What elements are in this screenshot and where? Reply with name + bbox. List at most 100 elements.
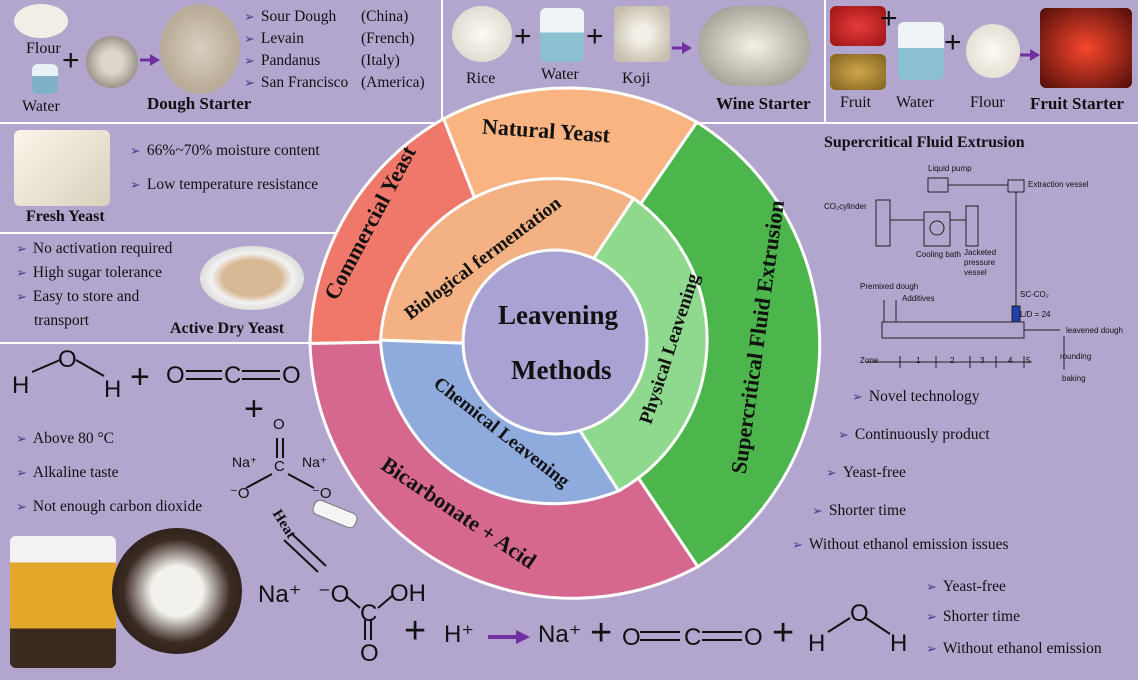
fruit-starter-photo bbox=[1040, 8, 1132, 88]
product-water-lines bbox=[827, 617, 891, 635]
fresh-yeast-title: Fresh Yeast bbox=[26, 208, 105, 225]
sfe-zone-5: 5 bbox=[1026, 356, 1031, 365]
koji-photo bbox=[614, 6, 670, 62]
chemical-bullet-2: Alkaline taste bbox=[16, 464, 119, 482]
sfe-co2-cylinder: CO₂cylinder bbox=[824, 202, 867, 211]
dough-origin-4: (America) bbox=[361, 74, 425, 91]
center-line1: Leavening bbox=[498, 300, 619, 330]
heat-lines bbox=[283, 533, 327, 573]
reaction-o-bottom: O bbox=[360, 640, 379, 667]
dry-yeast-bullet-2: High sugar tolerance bbox=[16, 264, 162, 282]
sfe-pressure: pressure bbox=[964, 258, 996, 267]
co2-o1: O bbox=[166, 362, 185, 389]
co2-o2: O bbox=[282, 362, 301, 389]
sfe-title: Supercritical Fluid Extrusion bbox=[824, 134, 1025, 151]
reaction-c: C bbox=[360, 600, 378, 627]
chemical-bullet-3: Not enough carbon dioxide bbox=[16, 498, 202, 516]
sfe-jacketed: Jacketed bbox=[964, 248, 997, 257]
flour-photo bbox=[14, 4, 68, 38]
sfe-bullet-3: Yeast-free bbox=[826, 464, 906, 482]
fresh-yeast-divider bbox=[0, 232, 460, 234]
wine-starter-title: Wine Starter bbox=[716, 94, 811, 113]
product-o: O bbox=[850, 600, 869, 627]
plus-icon: + bbox=[514, 20, 532, 53]
rice-label: Rice bbox=[466, 70, 496, 87]
reaction-bullet-3: Without ethanol emission bbox=[926, 640, 1102, 658]
reaction-arrow bbox=[488, 630, 530, 644]
dry-yeast-bullet-3: Easy to store and bbox=[16, 288, 139, 306]
center-disc bbox=[461, 248, 649, 436]
carbonate-o-right: ⁻O bbox=[312, 485, 332, 502]
water-label: Water bbox=[896, 94, 934, 111]
sfe-rounding: rounding bbox=[1060, 352, 1092, 361]
sfe-bullet-5: Without ethanol emission issues bbox=[792, 536, 1009, 554]
fruit-label: Fruit bbox=[840, 94, 872, 111]
dough-origin-3: (Italy) bbox=[361, 52, 400, 69]
plus-icon: + bbox=[590, 612, 613, 654]
water-label: Water bbox=[541, 66, 579, 83]
baking-powder-photo bbox=[10, 536, 116, 668]
dough-item-3: Pandanus bbox=[244, 52, 320, 70]
sfe-bullet-1: Novel technology bbox=[852, 388, 980, 406]
sfe-schematic bbox=[866, 177, 1065, 370]
reaction-bullet-2: Shorter time bbox=[926, 608, 1020, 626]
co2-c: C bbox=[224, 362, 242, 389]
plus-icon: + bbox=[944, 26, 962, 59]
reaction-na: Na⁺ bbox=[258, 581, 302, 608]
dough-origin-1: (China) bbox=[361, 8, 409, 25]
carbonate-o-top: O bbox=[273, 416, 285, 433]
fresh-yeast-bullet-1: 66%~70% moisture content bbox=[130, 142, 320, 160]
active-dry-yeast-title: Active Dry Yeast bbox=[170, 320, 285, 337]
product-na: Na⁺ bbox=[538, 621, 582, 648]
center-line2: Methods bbox=[511, 355, 612, 385]
apple-photo bbox=[830, 6, 886, 46]
baking-soda-photo bbox=[112, 528, 242, 654]
sfe-sc-co2: SC-CO₂ bbox=[1020, 290, 1049, 299]
carbonate-o-left: ⁻O bbox=[230, 485, 250, 502]
product-c: C bbox=[684, 624, 702, 651]
water-molecule-lines bbox=[31, 359, 105, 377]
plus-icon: + bbox=[880, 2, 898, 35]
dough-item-2: Levain bbox=[244, 30, 304, 48]
sfe-cooling-bath: Cooling bath bbox=[916, 250, 961, 259]
dry-yeast-bullet-4: transport bbox=[34, 312, 90, 329]
flour-label: Flour bbox=[970, 94, 1005, 111]
product-h1: H bbox=[808, 630, 826, 657]
co2-double-bonds bbox=[186, 370, 280, 380]
reaction-o-minus: ⁻O bbox=[318, 581, 350, 608]
fresh-yeast-bullet-2: Low temperature resistance bbox=[130, 176, 318, 194]
product-o1: O bbox=[622, 624, 641, 651]
plus-icon: + bbox=[404, 610, 427, 652]
carbonate-bonds bbox=[245, 438, 315, 489]
rice-photo bbox=[452, 6, 512, 62]
sfe-liquid-pump: Liquid pump bbox=[928, 164, 972, 173]
sfe-zone-4: 4 bbox=[1008, 356, 1013, 365]
carbonate-na1: Na⁺ bbox=[232, 454, 258, 470]
flow-arrows bbox=[140, 42, 1040, 66]
sfe-leavened-dough: leavened dough bbox=[1066, 326, 1123, 335]
water-label: Water bbox=[22, 98, 60, 115]
wine-starter-photo bbox=[698, 6, 810, 86]
product-o2: O bbox=[744, 624, 763, 651]
product-h2: H bbox=[890, 630, 908, 657]
product-co2-bonds bbox=[640, 631, 742, 641]
sfe-vessel: vessel bbox=[964, 268, 987, 277]
water-jar-photo bbox=[540, 8, 584, 62]
dough-item-4: San Francisco bbox=[244, 74, 348, 92]
water-jar-photo bbox=[898, 22, 944, 80]
plus-icon: + bbox=[586, 20, 604, 53]
dry-yeast-photo bbox=[200, 246, 304, 310]
flour-label: Flour bbox=[26, 40, 61, 57]
sfe-ld: L/D = 24 bbox=[1020, 310, 1051, 319]
sfe-additives: Additives bbox=[902, 294, 935, 303]
dough-starter-title: Dough Starter bbox=[147, 94, 252, 113]
sfe-zone-3: 3 bbox=[980, 356, 985, 365]
bicarbonate-bonds bbox=[345, 595, 393, 640]
starter-culture-photo bbox=[86, 36, 138, 88]
flour-photo bbox=[966, 24, 1020, 78]
carbonate-c: C bbox=[274, 458, 285, 475]
reaction-h-plus: H⁺ bbox=[444, 621, 474, 648]
sfe-zone-1: 1 bbox=[916, 356, 921, 365]
dry-yeast-bullet-1: No activation required bbox=[16, 240, 172, 258]
